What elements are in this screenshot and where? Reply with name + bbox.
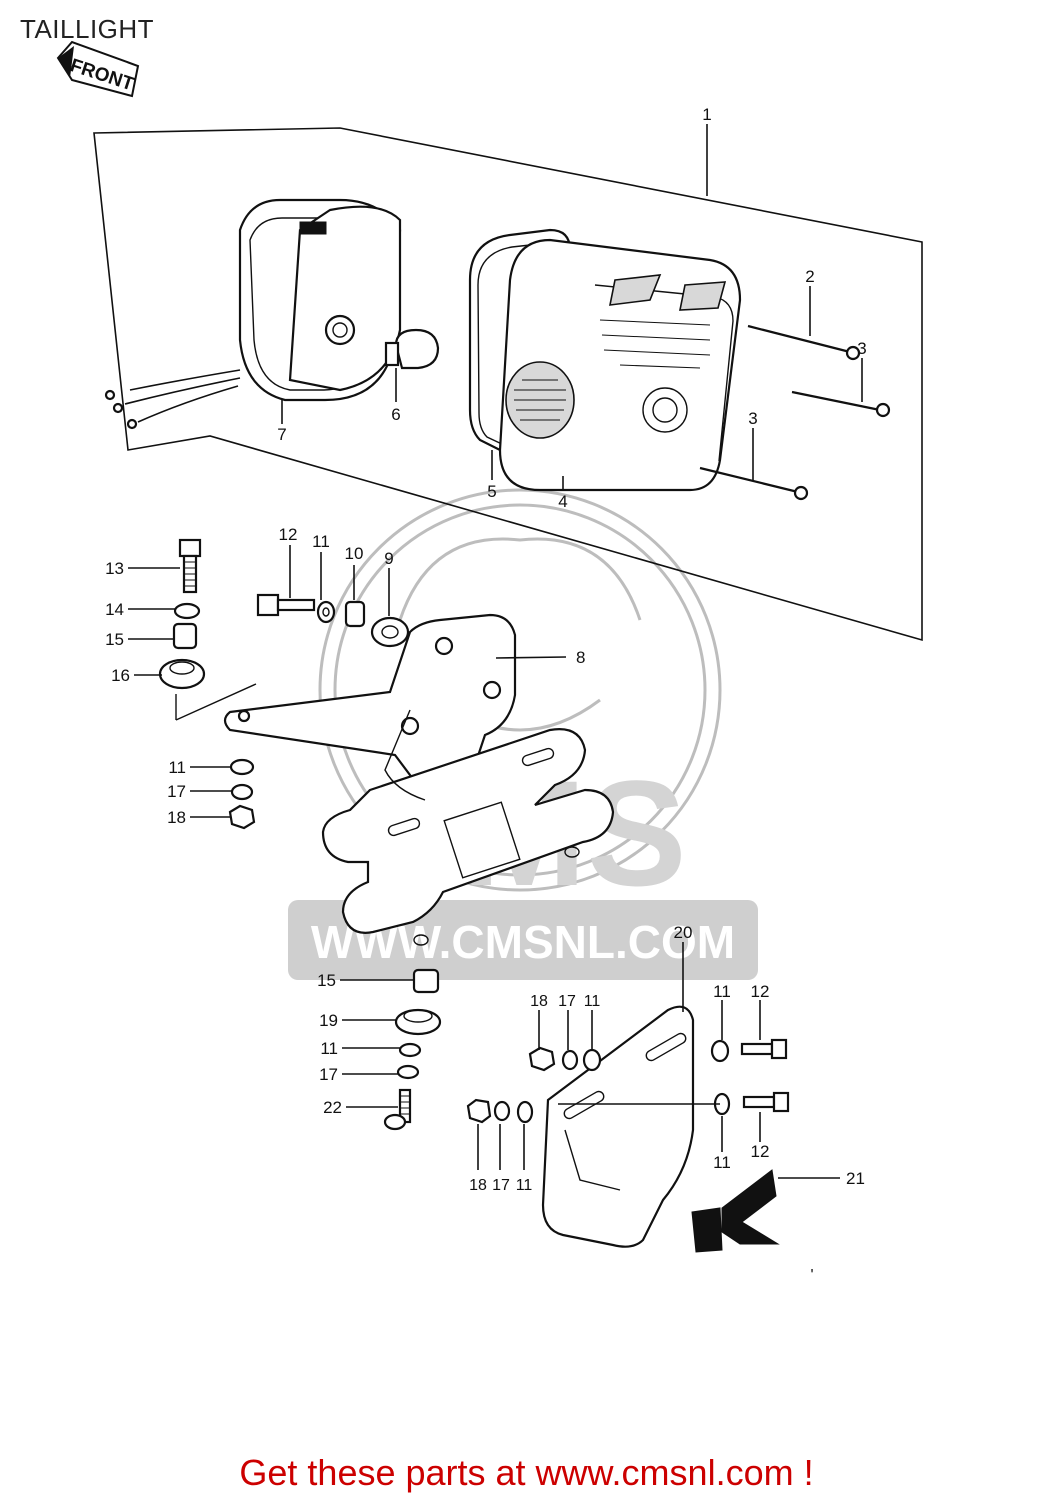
callout-13: 13 [105, 559, 124, 578]
leader-lines [128, 124, 863, 1179]
callout-11-lower: 11 [320, 1039, 338, 1058]
callout-11-right-upper: 11 [713, 982, 731, 1001]
bulb [384, 328, 440, 370]
callout-12-upper: 12 [279, 525, 298, 544]
callout-5: 5 [487, 482, 496, 501]
bolt-22 [383, 1088, 412, 1131]
callout-21: 21 [846, 1169, 865, 1188]
footer-link-text[interactable]: Get these parts at www.cmsnl.com ! [239, 1452, 814, 1493]
lock-washer-17-side-lower [493, 1100, 511, 1122]
bolt-12-upper [256, 593, 316, 617]
washer-11-right-upper [710, 1039, 730, 1063]
lens-screw-3-lower [699, 466, 809, 501]
callout-20: 20 [674, 923, 693, 942]
collar-10 [344, 600, 366, 628]
callout-2: 2 [805, 267, 814, 286]
washer-11-lower [398, 1042, 422, 1058]
taillight-lens [498, 238, 742, 492]
k-emblem-decal [691, 1169, 780, 1253]
callout-14: 14 [105, 600, 124, 619]
callout-18-left: 18 [167, 808, 186, 827]
callout-7: 7 [277, 425, 286, 444]
callout-10: 10 [345, 544, 364, 563]
lens-screw-2 [747, 324, 861, 361]
collar-15-upper [172, 622, 198, 650]
lock-washer-17-lower [396, 1064, 420, 1080]
nut-18-left [228, 804, 256, 830]
taillight-bracket [175, 613, 517, 802]
callout-11-side-upper: 11 [584, 993, 601, 1010]
callout-17-left: 17 [167, 782, 186, 801]
callout-9: 9 [384, 549, 393, 568]
bolt-12-right-upper [740, 1038, 788, 1060]
callout-11-left: 11 [168, 758, 186, 777]
grommet-9 [370, 616, 410, 648]
nut-18-side-upper [528, 1046, 556, 1072]
bolt-12-right-lower [742, 1091, 790, 1113]
callout-15-upper: 15 [105, 630, 124, 649]
washer-11-side-upper [582, 1048, 602, 1072]
callout-17-side-lower: 17 [492, 1177, 510, 1194]
front-arrow-icon: FRONT [56, 40, 140, 98]
callout-4: 4 [558, 492, 567, 511]
callout-12-right-upper: 12 [751, 982, 770, 1001]
callout-labels: 1 2 3 3 4 5 6 7 12 11 10 9 8 13 14 15 16… [105, 105, 867, 1284]
callout-16: 16 [111, 666, 130, 685]
callout-3-lower: 3 [748, 409, 757, 428]
callout-8: 8 [576, 648, 585, 667]
washer-11-left [229, 758, 255, 776]
grommet-19 [394, 1008, 442, 1036]
washer-11-upper [316, 600, 336, 624]
license-plate-mount [321, 709, 615, 946]
taillight-assembly-panel [93, 127, 923, 642]
callout-18-side-upper: 18 [530, 993, 548, 1010]
collar-15-lower [412, 968, 440, 994]
callout-mark: ' [810, 1267, 813, 1284]
callout-18-side-lower: 18 [469, 1177, 487, 1194]
callout-11-side-lower: 11 [516, 1177, 533, 1194]
callout-19: 19 [319, 1011, 338, 1030]
callout-3-upper: 3 [857, 339, 866, 358]
callout-12-right-lower: 12 [751, 1142, 770, 1161]
washer-11-side-lower [516, 1100, 534, 1124]
grommet-16 [158, 658, 206, 690]
callout-11-right-lower: 11 [713, 1153, 731, 1172]
callout-1: 1 [702, 105, 711, 124]
nut-18-side-lower [466, 1098, 492, 1124]
callout-22: 22 [323, 1098, 342, 1117]
bolt-13 [178, 538, 202, 594]
callout-17-side-upper: 17 [558, 993, 576, 1010]
lock-washer-17-left [230, 783, 254, 801]
callout-15-lower: 15 [317, 971, 336, 990]
page-title: TAILLIGHT [20, 14, 155, 44]
lamp-base [104, 198, 402, 430]
callout-6: 6 [391, 405, 400, 424]
side-reflector-bracket [541, 1005, 695, 1248]
callout-11-upper: 11 [312, 532, 330, 551]
lens-screw-3-upper [791, 390, 891, 418]
washer-14 [173, 602, 201, 620]
lock-washer-17-side-upper [561, 1049, 579, 1071]
callout-17-lower: 17 [319, 1065, 338, 1084]
